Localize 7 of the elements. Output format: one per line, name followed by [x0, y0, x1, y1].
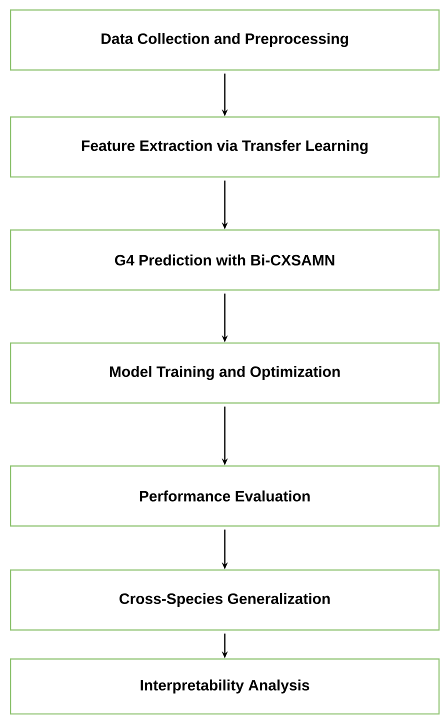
process-box: Model Training and Optimization [10, 342, 440, 404]
process-box: Data Collection and Preprocessing [10, 9, 440, 71]
process-box: Feature Extraction via Transfer Learning [10, 116, 440, 178]
process-box: Performance Evaluation [10, 465, 440, 527]
process-box: G4 Prediction with Bi-CXSAMN [10, 229, 440, 291]
process-box: Cross-Species Generalization [10, 569, 440, 631]
process-box: Interpretability Analysis [10, 658, 440, 715]
